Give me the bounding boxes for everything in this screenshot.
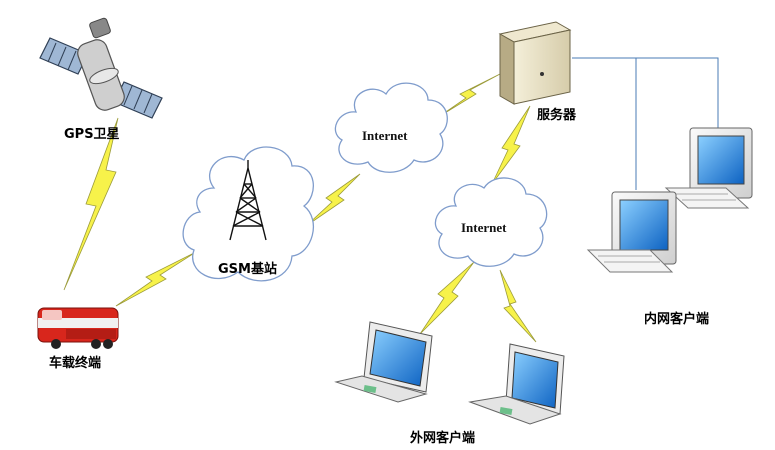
extranet-laptop-icon xyxy=(468,343,565,425)
gsm-station-label: GSM基站 xyxy=(218,262,277,277)
internet-label-bottom: Internet xyxy=(461,220,507,235)
bolt-satellite-vehicle xyxy=(63,117,119,291)
bolt-internet-laptop-left xyxy=(419,261,475,335)
gsm-cloud xyxy=(182,146,314,282)
extranet-clients-label: 外网客户端 xyxy=(410,431,476,446)
server-icon xyxy=(498,21,572,105)
bolt-gsm-internet xyxy=(305,173,361,227)
intranet-clients-label: 内网客户端 xyxy=(644,312,710,327)
internet-cloud-top xyxy=(334,82,448,173)
gsm-tower-icon xyxy=(229,160,267,241)
truck-icon xyxy=(37,307,119,349)
intranet-pc-icon xyxy=(664,127,753,209)
wireless-links xyxy=(63,73,537,343)
gps-satellite-label: GPS卫星 xyxy=(64,127,120,142)
lan-connection xyxy=(572,57,719,190)
vehicle-terminal-label: 车载终端 xyxy=(49,356,102,371)
internet-cloud-bottom xyxy=(434,177,548,267)
bolt-vehicle-gsm xyxy=(115,251,197,307)
internet-label-top: Internet xyxy=(362,128,408,143)
bolt-internet-server xyxy=(439,73,501,117)
satellite-icon xyxy=(39,17,163,119)
bolt-internet-laptop-right xyxy=(499,269,537,343)
bolt-server-internet xyxy=(491,105,531,185)
extranet-laptop-icon xyxy=(334,321,433,403)
server-label: 服务器 xyxy=(537,108,577,123)
intranet-pc-icon xyxy=(586,191,677,273)
